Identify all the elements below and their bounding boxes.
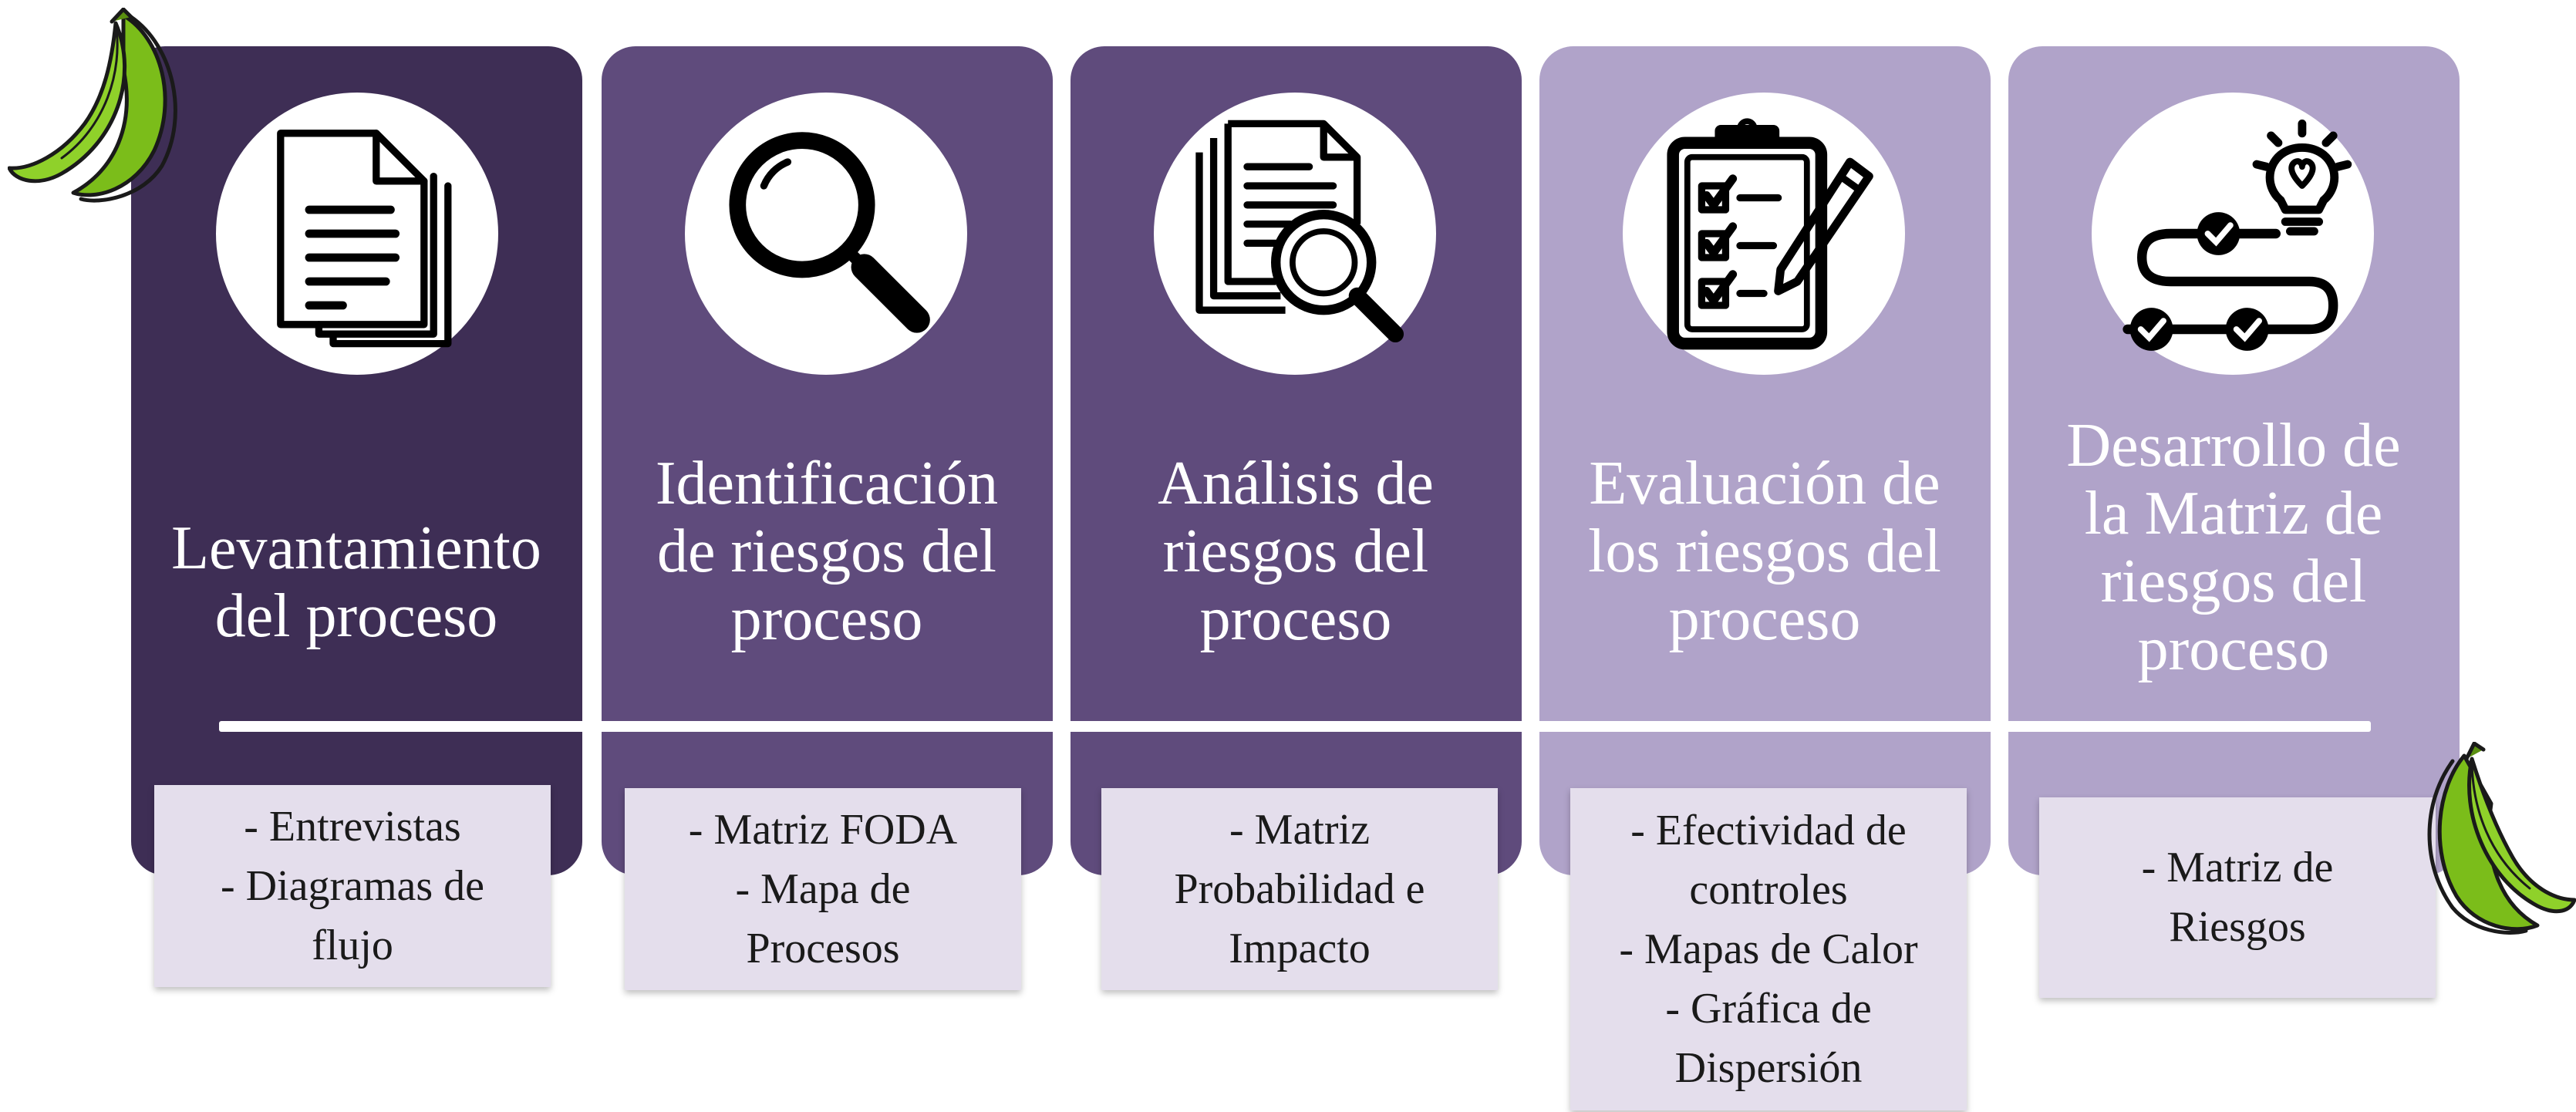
roadmap-lightbulb-icon: [2123, 119, 2352, 351]
step-title-line: Análisis de: [1158, 450, 1434, 517]
step-detail-line: - Diagramas de: [220, 861, 485, 910]
step-icon-circle-5: [2092, 93, 2374, 375]
step-title-4: Evaluación de los riesgos del proceso: [1549, 413, 1981, 690]
step-detail-5: - Matriz de Riesgos: [2039, 797, 2436, 998]
step-detail-line: - Matriz FODA: [688, 805, 958, 854]
step-detail-line: - Mapa de: [735, 864, 911, 913]
step-detail-line: flujo: [312, 921, 393, 969]
step-icon-circle-1: [216, 93, 498, 375]
step-title-line: proceso: [1199, 585, 1392, 653]
step-detail-line: controles: [1689, 865, 1848, 914]
document-icon: [277, 130, 452, 348]
step-detail-2: - Matriz FODA - Mapa de Procesos: [625, 788, 1021, 990]
step-detail-line: - Gráfica de: [1665, 984, 1872, 1033]
step-detail-3: - Matriz Probabilidad e Impacto: [1101, 788, 1498, 990]
step-title-1: Levantamiento del proceso: [140, 413, 572, 721]
magnifier-icon: [729, 132, 930, 333]
step-detail-1: - Entrevistas - Diagramas de flujo: [154, 785, 551, 987]
step-title-2: Identificación de riesgos del proceso: [611, 413, 1043, 690]
step-title-line: los riesgos del: [1588, 517, 1941, 585]
step-title-5: Desarrollo de la Matriz de riesgos del p…: [2018, 370, 2450, 725]
step-title-line: riesgos del: [1162, 517, 1429, 585]
step-detail-line: - Matriz: [1229, 805, 1370, 854]
step-detail-line: - Entrevistas: [244, 802, 461, 851]
step-title-line: del proceso: [214, 582, 498, 650]
step-title-line: la Matriz de: [2084, 480, 2383, 548]
step-detail-line: - Efectividad de: [1630, 806, 1907, 854]
step-detail-line: Dispersión: [1674, 1043, 1863, 1092]
step-title-line: proceso: [730, 585, 923, 653]
banana-icon: [8, 8, 177, 203]
step-detail-line: - Matriz de: [2141, 844, 2334, 891]
step-detail-line: Procesos: [746, 924, 900, 972]
step-title-line: Levantamiento: [171, 514, 541, 582]
step-icon-circle-4: [1623, 93, 1905, 375]
step-title-line: proceso: [1668, 585, 1861, 653]
step-detail-line: Riesgos: [2169, 903, 2306, 951]
step-detail-line: Impacto: [1229, 924, 1371, 972]
step-title-line: riesgos del: [2100, 548, 2367, 615]
banana-icon: [2427, 742, 2576, 935]
step-title-line: Identificación: [655, 450, 999, 517]
step-icon-circle-3: [1154, 93, 1436, 375]
step-title-line: Desarrollo de: [2066, 412, 2401, 480]
step-detail-line: Probabilidad e: [1174, 864, 1425, 913]
step-title-3: Análisis de riesgos del proceso: [1080, 413, 1512, 690]
clipboard-checklist-icon: [1667, 118, 1873, 350]
step-detail-4: - Efectividad de controles - Mapas de Ca…: [1570, 788, 1967, 1110]
step-detail-line: - Mapas de Calor: [1619, 925, 1918, 973]
step-icon-circle-2: [685, 93, 967, 375]
step-title-line: de riesgos del: [657, 517, 996, 585]
step-title-line: Evaluación de: [1589, 450, 1940, 517]
document-search-icon: [1195, 120, 1404, 343]
step-title-line: proceso: [2137, 615, 2330, 683]
timeline-divider: [219, 721, 2371, 732]
